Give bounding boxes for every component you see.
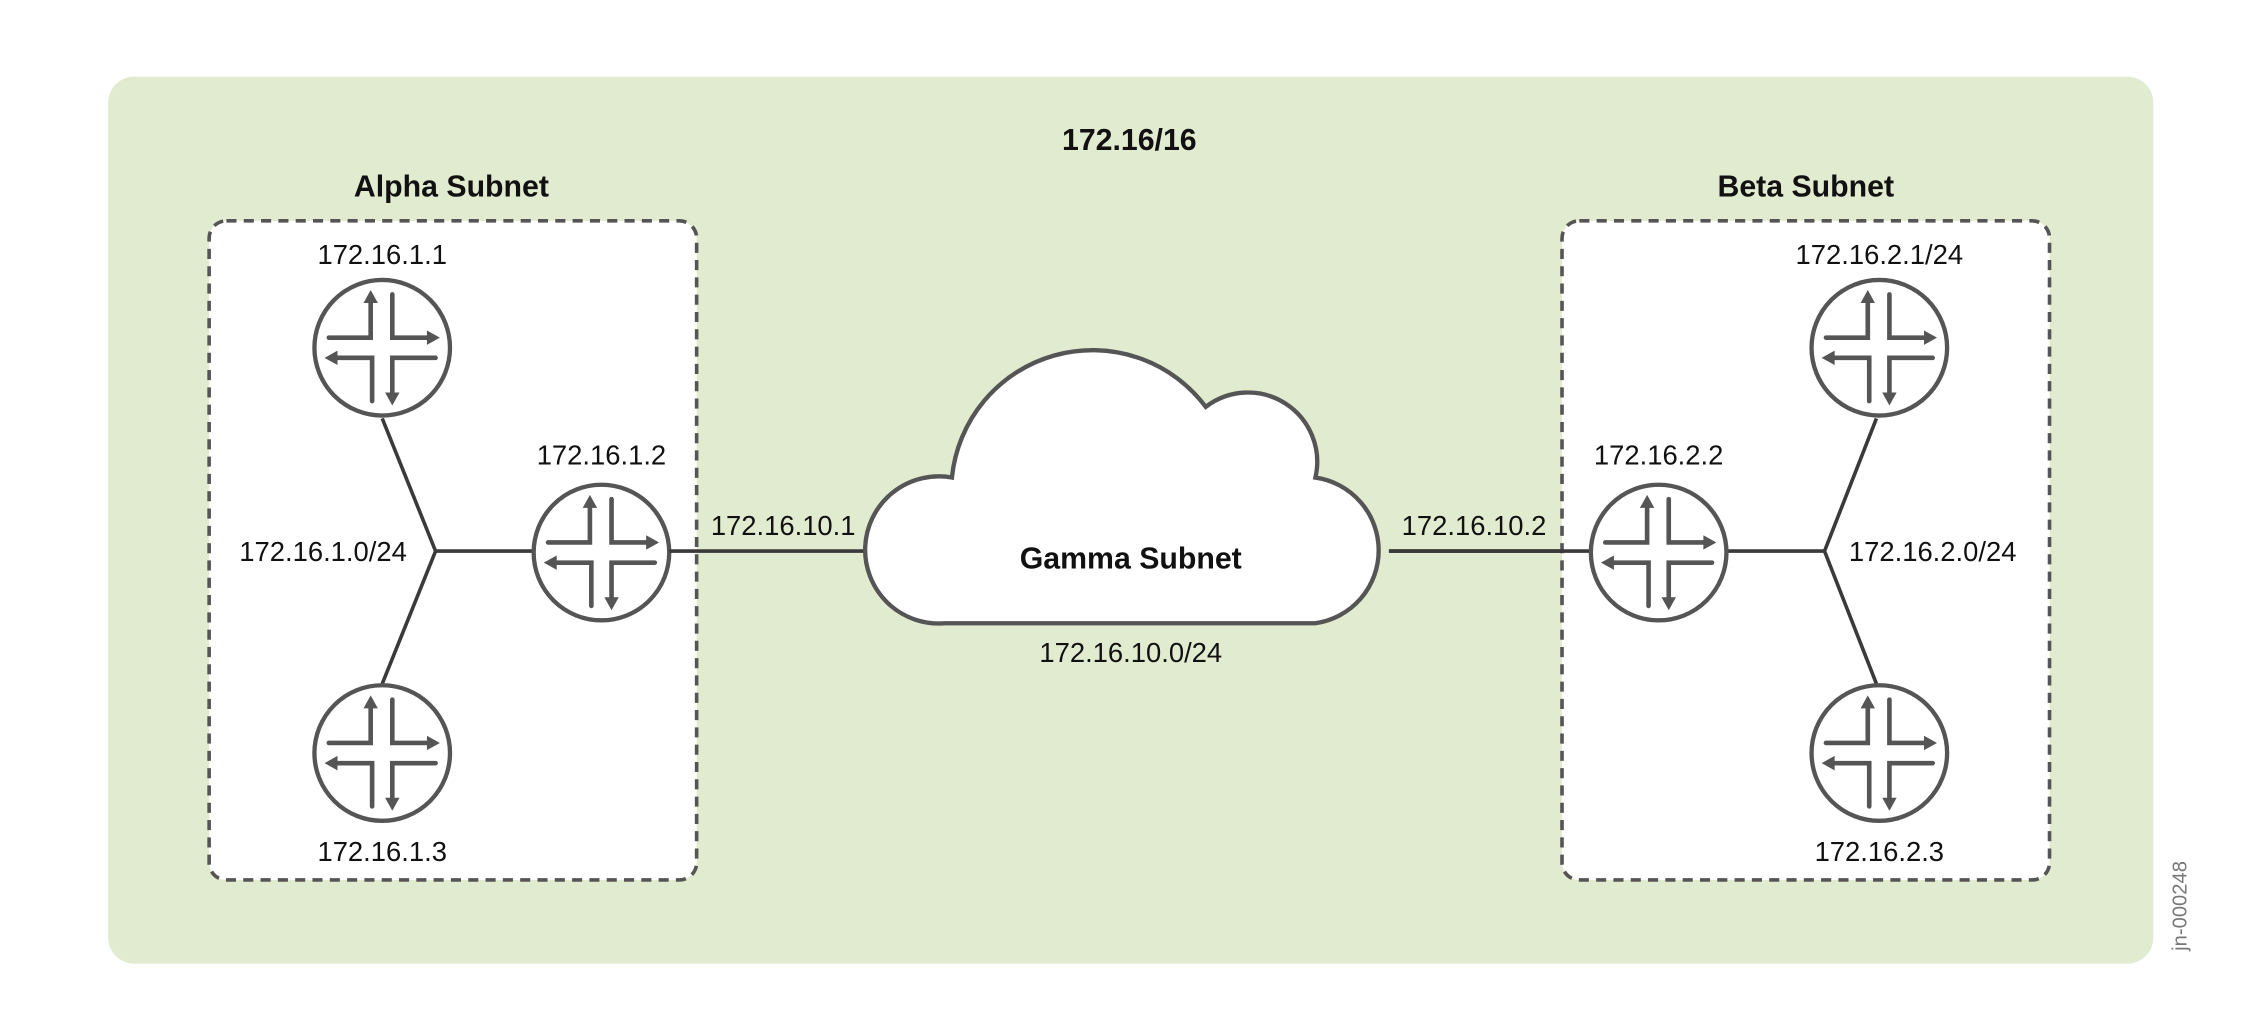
router-icon-alpha-3 xyxy=(314,685,450,821)
alpha-links xyxy=(380,417,534,685)
beta-links xyxy=(1726,417,1879,685)
router-icon-beta-1 xyxy=(1812,280,1948,416)
gamma-left-interface-label: 172.16.10.1 xyxy=(711,510,856,541)
gamma-right-interface-label: 172.16.10.2 xyxy=(1402,510,1547,541)
alpha-router-2-label: 172.16.1.2 xyxy=(537,440,666,471)
supernet-title: 172.16/16 xyxy=(1062,124,1197,157)
alpha-router-1-label: 172.16.1.1 xyxy=(317,239,446,270)
router-icon-alpha-2 xyxy=(534,485,670,621)
beta-router-3-label: 172.16.2.3 xyxy=(1815,836,1944,867)
cloud-icon xyxy=(863,348,1381,626)
gamma-network-label: 172.16.10.0/24 xyxy=(1039,637,1222,668)
alpha-subnet-title: Alpha Subnet xyxy=(354,170,549,203)
figure-id: jn-000248 xyxy=(2170,861,2192,952)
alpha-network-label: 172.16.1.0/24 xyxy=(239,536,407,567)
beta-network-label: 172.16.2.0/24 xyxy=(1849,536,2017,567)
beta-router-1-label: 172.16.2.1/24 xyxy=(1796,239,1964,270)
router-icon-alpha-1 xyxy=(314,280,450,416)
alpha-router-3-label: 172.16.1.3 xyxy=(317,836,446,867)
router-icon-beta-2 xyxy=(1591,485,1727,621)
gamma-subnet-title: Gamma Subnet xyxy=(1020,542,1242,575)
beta-subnet-title: Beta Subnet xyxy=(1717,170,1894,203)
beta-router-2-label: 172.16.2.2 xyxy=(1594,440,1723,471)
router-icon-beta-3 xyxy=(1812,685,1948,821)
